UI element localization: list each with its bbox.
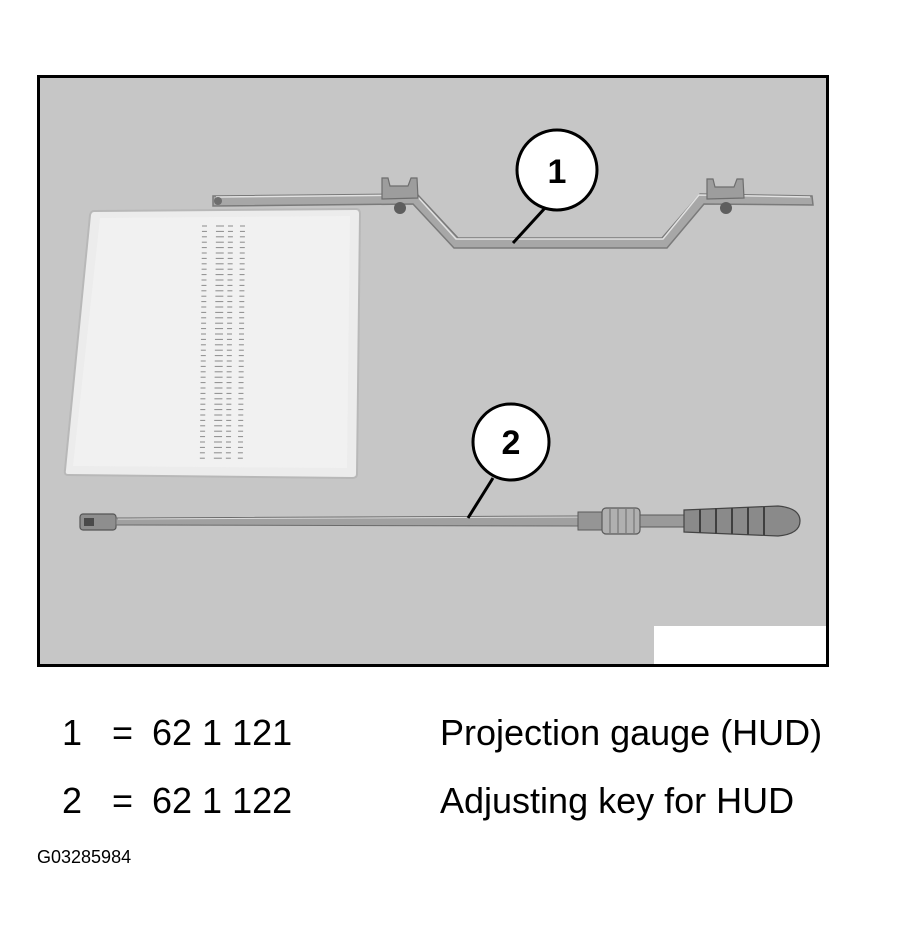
legend-number: 2	[62, 780, 83, 821]
legend-equals: =	[112, 712, 134, 753]
projection-gauge-plate	[63, 207, 362, 480]
callout-2-number: 2	[502, 424, 521, 462]
projection-gauge-bar	[212, 177, 814, 249]
legend-equals: =	[112, 780, 134, 821]
adjusting-key	[79, 505, 801, 537]
legend-description: Projection gauge (HUD)	[440, 712, 823, 753]
callout-1: 1	[511, 128, 599, 245]
tool-photo: 1 2	[37, 75, 829, 667]
legend-number: 1	[62, 712, 83, 753]
corner-label-tab	[654, 626, 826, 664]
callout-2: 2	[466, 402, 551, 519]
figure-id: G03285984	[37, 847, 132, 867]
legend-row: 1 = 62 1 121 Projection gauge (HUD)	[0, 711, 901, 755]
legend-part-number: 62 1 122	[152, 780, 293, 821]
tool-illustration: 1 2	[63, 128, 814, 537]
legend-row: 2 = 62 1 122 Adjusting key for HUD	[0, 779, 901, 823]
callout-1-number: 1	[548, 153, 567, 191]
legend-description: Adjusting key for HUD	[440, 780, 795, 821]
legend-part-number: 62 1 121	[152, 712, 293, 753]
